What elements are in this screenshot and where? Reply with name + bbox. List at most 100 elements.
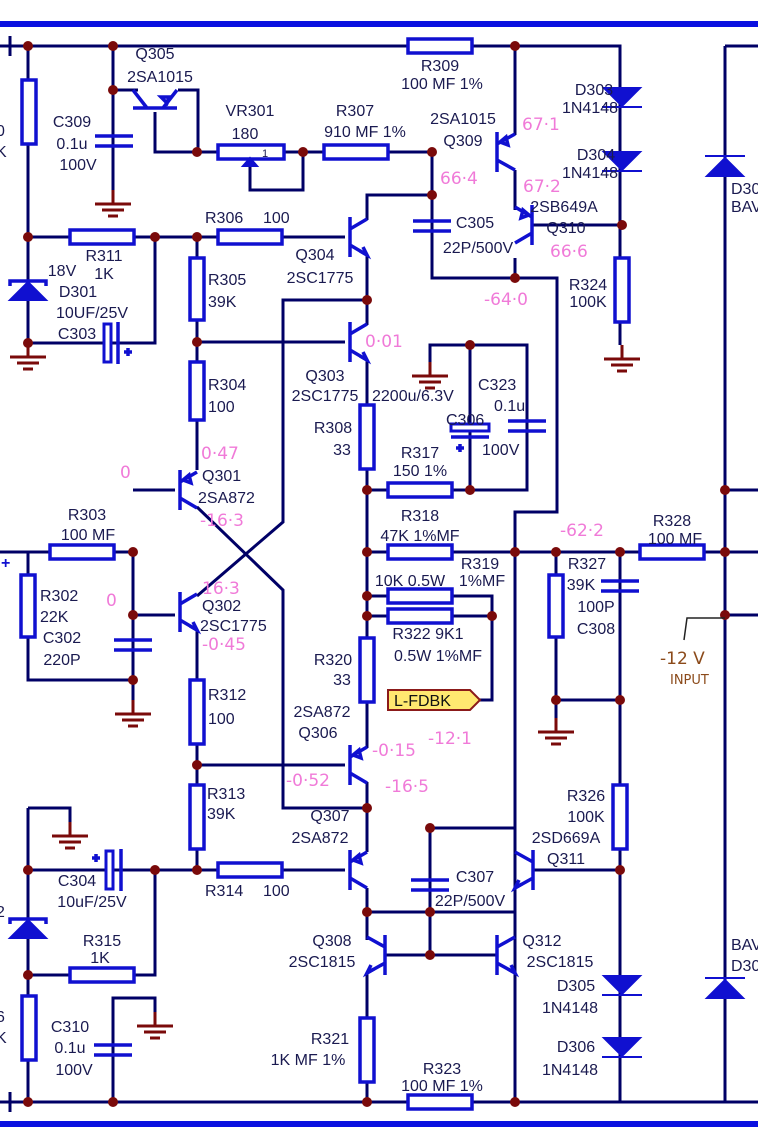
label: 39K bbox=[207, 806, 236, 823]
label: C304 bbox=[58, 873, 96, 890]
junction-dot bbox=[617, 220, 627, 230]
label: 100 MF 1% bbox=[401, 1078, 483, 1095]
resistor-r304 bbox=[188, 360, 206, 422]
label: D303 bbox=[575, 82, 613, 99]
label: 2SB649A bbox=[530, 199, 598, 216]
resistor-r305 bbox=[188, 256, 206, 322]
transistor-q308 bbox=[362, 935, 387, 978]
voltage-annotation: -0·52 bbox=[286, 771, 330, 791]
label: 1N4148 bbox=[542, 1062, 598, 1079]
label: Q310 bbox=[546, 220, 585, 237]
junction-dot bbox=[150, 232, 160, 242]
junction-dot bbox=[150, 865, 160, 875]
resistor-r326 bbox=[611, 783, 629, 851]
label: C308 bbox=[577, 621, 615, 638]
label: R324 bbox=[569, 277, 607, 294]
label: 910 MF 1% bbox=[324, 124, 406, 141]
zener-d302 bbox=[7, 918, 49, 939]
label: Q302 bbox=[202, 598, 241, 615]
component-labels: R309 100 MF 1% Q305 2SA1015 C309 0.1u 10… bbox=[0, 46, 758, 1095]
label: R319 bbox=[461, 556, 499, 573]
label: Q305 bbox=[135, 46, 174, 63]
junction-dot bbox=[510, 41, 520, 51]
voltage-annotation: -16·5 bbox=[385, 777, 429, 797]
note-leader-line bbox=[683, 617, 725, 641]
junction-dot bbox=[23, 338, 33, 348]
ground-icon bbox=[50, 820, 90, 850]
junction-dot bbox=[23, 41, 33, 51]
voltage-annotation: -16·3 bbox=[200, 511, 244, 531]
label: 2SC1775 bbox=[200, 618, 267, 635]
net-label-text: L-FDBK bbox=[394, 693, 451, 710]
junction-dot bbox=[108, 1097, 118, 1107]
junction-dot bbox=[362, 1097, 372, 1107]
label: 39K bbox=[208, 294, 237, 311]
label: 100 bbox=[208, 711, 235, 728]
label: C302 bbox=[43, 630, 81, 647]
label: R318 bbox=[401, 508, 439, 525]
resistor-left-bottom bbox=[20, 994, 38, 1062]
resistor-r308 bbox=[358, 403, 376, 471]
label: D30 bbox=[731, 181, 758, 198]
diode-d305 bbox=[601, 975, 643, 996]
label: D305 bbox=[557, 978, 595, 995]
label: D306 bbox=[557, 1039, 595, 1056]
label: 1 bbox=[262, 148, 268, 160]
label: 22P/500V bbox=[435, 893, 506, 910]
resistor-r318 bbox=[386, 543, 454, 561]
junction-dots bbox=[23, 41, 730, 1107]
capacitor-c309 bbox=[95, 134, 133, 148]
voltage-annotation: 0 bbox=[120, 463, 131, 483]
ground-icon bbox=[135, 1010, 175, 1040]
voltage-annotation: 0 bbox=[106, 591, 117, 611]
junction-dot bbox=[615, 865, 625, 875]
label: R303 bbox=[68, 507, 106, 524]
resistor-r317 bbox=[386, 481, 454, 499]
resistor-left-top bbox=[20, 78, 38, 146]
label: R313 bbox=[207, 786, 245, 803]
junction-dot bbox=[425, 950, 435, 960]
ground-icon bbox=[410, 360, 450, 390]
label: BAV bbox=[731, 937, 758, 954]
label: 2SC1775 bbox=[287, 270, 354, 287]
label: 10UF/25V bbox=[56, 305, 128, 322]
transistor-q304 bbox=[348, 217, 372, 260]
potentiometer-vr301 bbox=[216, 143, 286, 161]
transistors bbox=[131, 88, 535, 978]
label: 100K bbox=[569, 294, 607, 311]
voltage-annotations: 67·1 66·4 67·2 66·6 -64·0 0·01 0·47 0 -1… bbox=[106, 115, 604, 797]
resistor-r327 bbox=[547, 573, 565, 639]
junction-dot bbox=[487, 611, 497, 621]
label: 100 MF bbox=[61, 527, 115, 544]
label: 39K bbox=[567, 577, 596, 594]
capacitor-c306 bbox=[449, 422, 491, 433]
resistor-r312 bbox=[188, 678, 206, 746]
label: C307 bbox=[456, 869, 494, 886]
label: R327 bbox=[568, 556, 606, 573]
label: Q306 bbox=[298, 725, 337, 742]
diode-d304 bbox=[601, 151, 643, 172]
label: 18V bbox=[48, 263, 77, 280]
junction-dot bbox=[615, 547, 625, 557]
capacitor-c307 bbox=[411, 878, 449, 892]
label: R312 bbox=[208, 687, 246, 704]
resistor-r313 bbox=[188, 783, 206, 851]
label: 0.1u bbox=[494, 398, 525, 415]
voltage-annotation: -0·45 bbox=[202, 635, 246, 655]
label: 180 bbox=[232, 126, 259, 143]
label: 2SA1015 bbox=[430, 111, 496, 128]
label: R323 bbox=[423, 1061, 461, 1078]
junction-dot bbox=[362, 611, 372, 621]
capacitor-c303 bbox=[102, 322, 113, 364]
label: BAV bbox=[731, 199, 758, 216]
junction-dot bbox=[720, 547, 730, 557]
diode-d303 bbox=[601, 87, 643, 108]
label: R304 bbox=[208, 377, 246, 394]
label: 2200u/6.3V bbox=[372, 388, 454, 405]
label: Q303 bbox=[305, 368, 344, 385]
net-label-l-fdbk[interactable]: L-FDBK bbox=[387, 689, 482, 711]
transistor-q309 bbox=[495, 132, 516, 172]
junction-dot bbox=[720, 485, 730, 495]
capacitors bbox=[92, 134, 639, 1057]
junction-dot bbox=[298, 147, 308, 157]
